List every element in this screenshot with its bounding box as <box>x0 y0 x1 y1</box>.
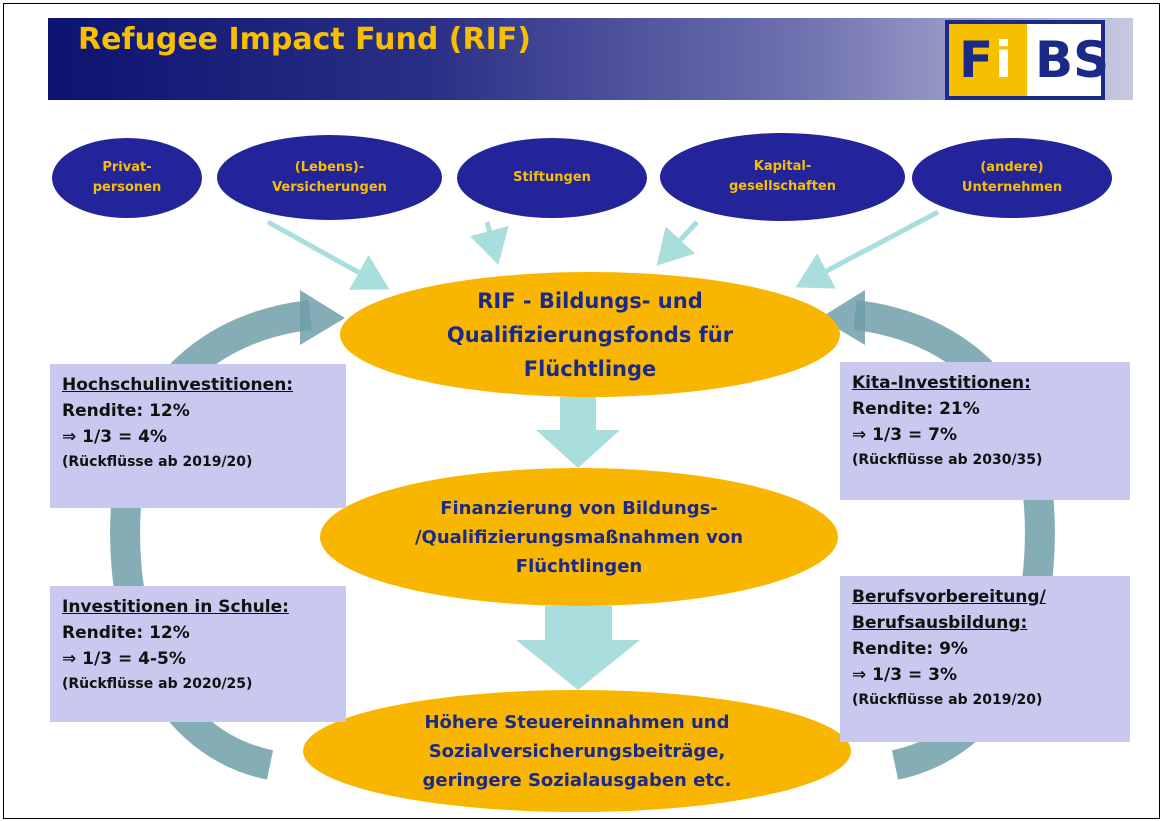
source-kapitalgesellschaften: Kapital- gesellschaften <box>660 133 905 221</box>
source-label: Stiftungen <box>513 170 591 185</box>
slide-title: Refugee Impact Fund (RIF) <box>78 22 531 57</box>
revenue-label: Sozialversicherungsbeiträge, <box>428 740 726 762</box>
source-label: gesellschaften <box>728 179 836 194</box>
fibs-logo: F i BS <box>945 20 1109 100</box>
financing-label: /Qualifizierungsmaßnahmen von <box>414 526 744 548</box>
revenue-label: geringere Sozialausgaben etc. <box>422 769 732 791</box>
logo-letter-f: F <box>959 31 994 89</box>
right-return-arrowhead <box>820 290 865 345</box>
logo-letter-i: i <box>995 31 1013 89</box>
source-unternehmen: (andere) Unternehmen <box>912 138 1112 218</box>
source-label: personen <box>92 180 162 195</box>
fund-oval: RIF - Bildungs- und Qualifizierungsfonds… <box>340 272 840 397</box>
source-arrow-3 <box>656 220 699 266</box>
box-beruf: Berufsvorbereitung/ Berufsausbildung: Re… <box>840 576 1130 742</box>
box-heading: Berufsvorbereitung/ <box>852 587 1046 607</box>
source-label: (Lebens)- <box>294 159 365 175</box>
box-share: ⇒ 1/3 = 3% <box>852 665 957 685</box>
source-label: Privat- <box>102 160 152 175</box>
box-share: ⇒ 1/3 = 4-5% <box>62 649 186 669</box>
box-heading: Investitionen in Schule: <box>62 597 289 617</box>
left-return-arrowhead <box>300 290 345 345</box>
box-share: ⇒ 1/3 = 7% <box>852 425 957 445</box>
box-share: ⇒ 1/3 = 4% <box>62 427 167 447</box>
source-label: Unternehmen <box>961 180 1063 195</box>
box-schule: Investitionen in Schule: Rendite: 12% ⇒ … <box>50 586 346 722</box>
fund-label: Qualifizierungsfonds für <box>446 322 734 347</box>
logo-yellow-block <box>949 24 1027 96</box>
box-rendite: Rendite: 21% <box>852 399 980 419</box>
box-hochschule: Hochschulinvestitionen: Rendite: 12% ⇒ 1… <box>50 364 346 508</box>
source-arrow-4 <box>795 209 940 289</box>
revenue-label: Höhere Steuereinnahmen und <box>424 711 730 733</box>
fund-label: Flüchtlinge <box>523 356 657 381</box>
box-rendite: Rendite: 12% <box>62 623 190 643</box>
source-versicherungen: (Lebens)- Versicherungen <box>217 135 442 220</box>
box-return: (Rückflüsse ab 2020/25) <box>62 676 253 692</box>
down-arrow-1 <box>536 397 620 468</box>
logo-letters-bs: BS <box>1035 31 1110 89</box>
box-kita: Kita-Investitionen: Rendite: 21% ⇒ 1/3 =… <box>840 362 1130 500</box>
down-arrow-2 <box>516 606 640 690</box>
source-arrow-1 <box>266 219 390 290</box>
source-label: Versicherungen <box>272 179 387 195</box>
source-arrow-2 <box>470 221 509 265</box>
revenue-oval: Höhere Steuereinnahmen und Sozialversich… <box>303 690 851 812</box>
box-return: (Rückflüsse ab 2030/35) <box>852 452 1043 468</box>
box-heading: Berufsausbildung: <box>852 613 1028 633</box>
fund-label: RIF - Bildungs- und <box>477 288 703 313</box>
financing-label: Flüchtlingen <box>515 555 643 577</box>
box-rendite: Rendite: 9% <box>852 639 968 659</box>
source-label: (andere) <box>980 160 1044 175</box>
box-return: (Rückflüsse ab 2019/20) <box>852 692 1043 708</box>
financing-oval: Finanzierung von Bildungs- /Qualifizieru… <box>320 468 838 606</box>
source-label: Kapital- <box>753 159 812 174</box>
box-rendite: Rendite: 12% <box>62 401 190 421</box>
source-privatpersonen: Privat- personen <box>52 138 202 218</box>
box-heading: Kita-Investitionen: <box>852 373 1031 393</box>
box-return: (Rückflüsse ab 2019/20) <box>62 454 253 470</box>
box-heading: Hochschulinvestitionen: <box>62 375 294 395</box>
financing-label: Finanzierung von Bildungs- <box>440 497 718 519</box>
source-stiftungen: Stiftungen <box>457 138 647 218</box>
